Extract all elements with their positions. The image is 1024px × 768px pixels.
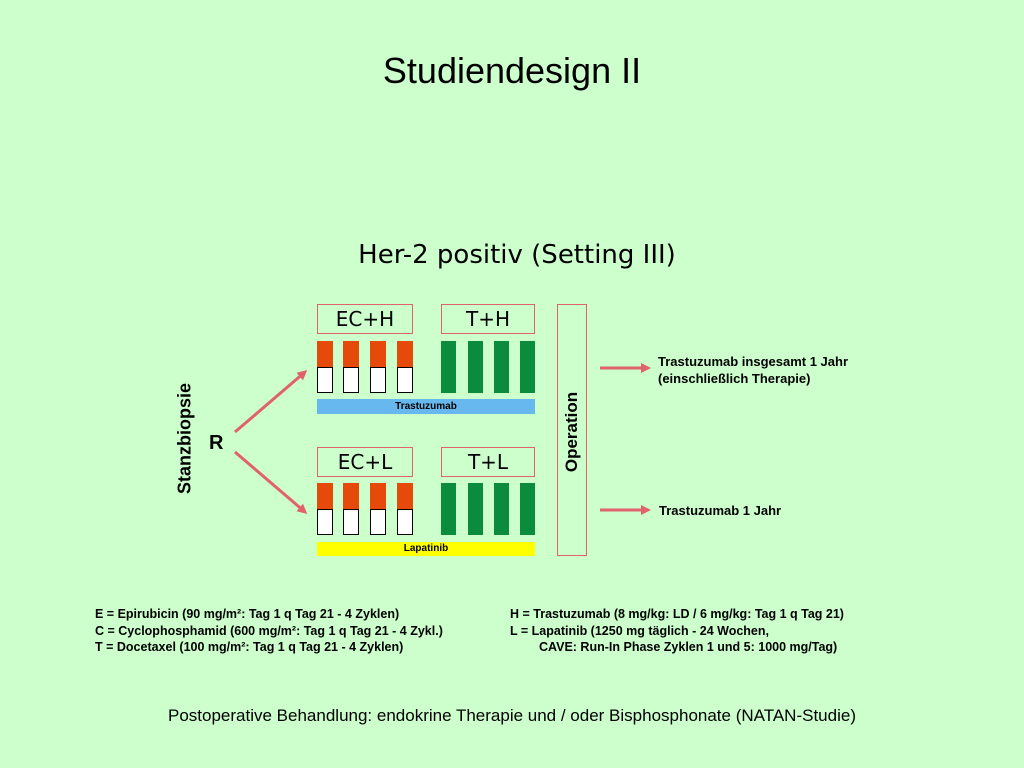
- trastuzumab-bar: Trastuzumab: [317, 399, 535, 414]
- arm2-ec-cycles: [317, 483, 413, 535]
- ec-cycle-block: [370, 483, 386, 509]
- lapatinib-bar: Lapatinib: [317, 542, 535, 556]
- ec-cycle-block: [370, 341, 386, 367]
- ec-cycle-block: [397, 509, 413, 535]
- ec-cycle-block: [343, 509, 359, 535]
- ec-cycle-block: [317, 367, 333, 393]
- randomization-label: R: [209, 432, 224, 454]
- t-cycle-block: [494, 341, 509, 393]
- arm1-t-h-box: T+H: [441, 304, 535, 334]
- legend-lapatinib: L = Lapatinib (1250 mg täglich - 24 Woch…: [510, 623, 769, 638]
- arm1-t-cycles: [441, 341, 535, 393]
- arrow-to-arm2: [234, 450, 308, 514]
- result1-text: Trastuzumab insgesamt 1 Jahr (einschließ…: [658, 353, 848, 387]
- result1-line1: Trastuzumab insgesamt 1 Jahr: [658, 354, 849, 369]
- result1-line2: (einschließlich Therapie): [658, 371, 811, 386]
- legend-right: H = Trastuzumab (8 mg/kg: LD / 6 mg/kg: …: [510, 606, 844, 656]
- slide-title: Studiendesign II: [382, 50, 642, 91]
- t-cycle-block: [441, 341, 456, 393]
- ec-cycle-block: [343, 341, 359, 367]
- t-cycle-block: [441, 483, 456, 535]
- operation-label: Operation: [562, 391, 581, 473]
- legend-trastuzumab: H = Trastuzumab (8 mg/kg: LD / 6 mg/kg: …: [510, 607, 844, 621]
- slide-subtitle: Her-2 positiv (Setting III): [358, 240, 676, 270]
- ec-cycle-block: [317, 509, 333, 535]
- legend-cyclophosphamid: C = Cyclophosphamid (600 mg/m²: Tag 1 q …: [95, 623, 443, 638]
- ec-cycle-block: [317, 341, 333, 367]
- footer-note: Postoperative Behandlung: endokrine Ther…: [168, 706, 856, 725]
- stanzbiopsie-label: Stanzbiopsie: [174, 383, 195, 495]
- arm1-ec-cycles: [317, 341, 413, 393]
- legend-cave: CAVE: Run-In Phase Zyklen 1 und 5: 1000 …: [539, 640, 838, 654]
- t-cycle-block: [468, 483, 483, 535]
- arm2-ec-l-box: EC+L: [317, 447, 413, 477]
- arm1-ec-h-box: EC+H: [317, 304, 413, 334]
- t-cycle-block: [494, 483, 509, 535]
- legend-docetaxel: T = Docetaxel (100 mg/m²: Tag 1 q Tag 21…: [95, 640, 404, 654]
- t-cycle-block: [520, 341, 535, 393]
- arrow-to-arm1: [234, 370, 308, 434]
- t-cycle-block: [520, 483, 535, 535]
- arm2-t-cycles: [441, 483, 535, 535]
- ec-cycle-block: [397, 483, 413, 509]
- legend-epirubicin: E = Epirubicin (90 mg/m²: Tag 1 q Tag 21…: [95, 607, 400, 621]
- ec-cycle-block: [397, 367, 413, 393]
- ec-cycle-block: [370, 367, 386, 393]
- ec-cycle-block: [343, 367, 359, 393]
- ec-cycle-block: [317, 483, 333, 509]
- arm2-t-l-box: T+L: [441, 447, 535, 477]
- legend-left: E = Epirubicin (90 mg/m²: Tag 1 q Tag 21…: [95, 606, 443, 656]
- ec-cycle-block: [343, 483, 359, 509]
- t-cycle-block: [468, 341, 483, 393]
- operation-box: [557, 304, 587, 556]
- ec-cycle-block: [397, 341, 413, 367]
- ec-cycle-block: [370, 509, 386, 535]
- result2-text: Trastuzumab 1 Jahr: [659, 503, 782, 518]
